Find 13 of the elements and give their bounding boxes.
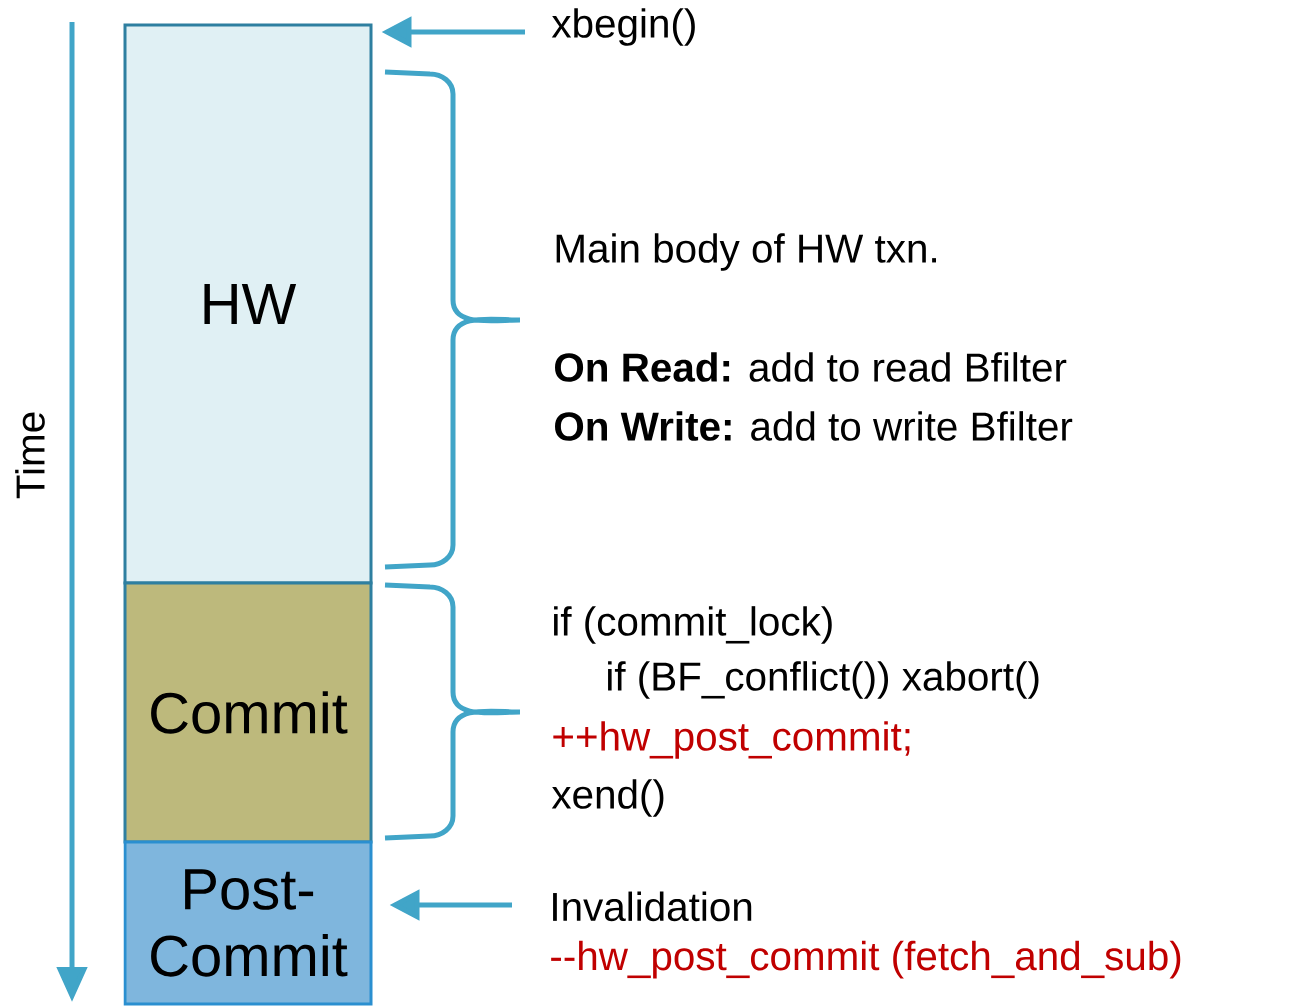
- code-line: ++hw_post_commit;: [553, 721, 910, 759]
- stage-box: Commit: [123, 581, 373, 844]
- annotation-text: Invalidation --hw_post_commit (fetch_and_sub): [551, 891, 1181, 979]
- axis-label: Time: [15, 412, 45, 499]
- annotation-text: xbegin(): [551, 8, 695, 46]
- code-line: if (commit_lock): [554, 606, 832, 644]
- code-line: if (BF_conflict()) xabort(): [608, 661, 1039, 699]
- stage-box: HW: [123, 23, 373, 585]
- description-text: On Write: add to write Bfilter: [555, 411, 1073, 441]
- description-text: Main body of HW txn.: [556, 233, 936, 271]
- description-text: On Read: add to read Bfilter: [555, 352, 1067, 382]
- stage-box: Post-Commit: [123, 840, 373, 1006]
- code-line: xend(): [551, 779, 664, 817]
